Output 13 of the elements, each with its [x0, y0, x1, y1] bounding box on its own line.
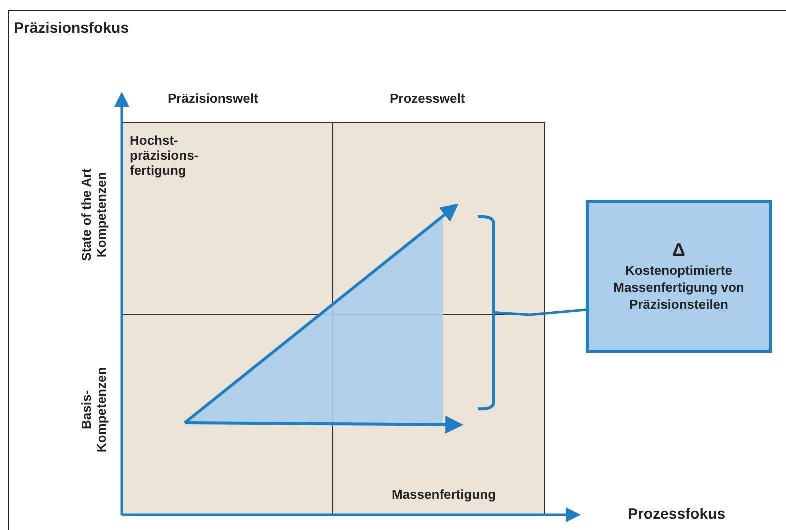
callout-text: Kostenoptimierte Massenfertigung von Präzisionsteilen [612, 262, 746, 314]
leader-line [498, 308, 586, 316]
label: Hochst-präzisions-fertigung [130, 134, 200, 179]
axis-label: State of the Art Kompetenzen [80, 168, 110, 264]
curly-bracket [478, 216, 498, 410]
symbol: Δ [672, 239, 686, 262]
label: Präzisionsfokus [14, 20, 130, 38]
label: Prozessfokus [628, 506, 727, 524]
axis-label: Basis-Kompetenzen [80, 366, 110, 455]
callout-box [586, 200, 772, 353]
label: Massenfertigung [392, 488, 498, 503]
label: Prozesswelt [390, 92, 466, 107]
label: Präzisionswelt [168, 92, 260, 107]
